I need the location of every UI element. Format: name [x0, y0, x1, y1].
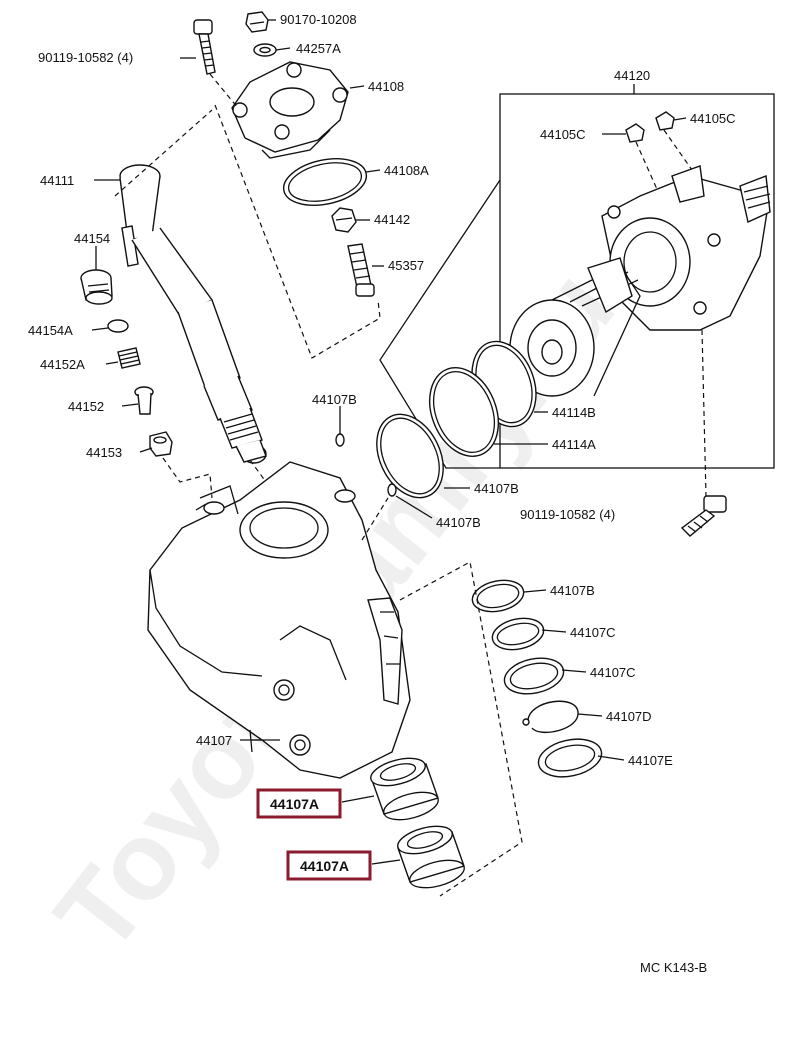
diagram-code: MC K143-B — [640, 960, 707, 975]
ring-44107C-2[interactable] — [501, 653, 567, 699]
gear-housing-44107[interactable] — [147, 461, 411, 779]
label-44114B: 44114B — [552, 405, 596, 420]
seal-44107E[interactable] — [535, 734, 605, 783]
ring-44107C-1[interactable] — [489, 614, 546, 654]
label-44111: 44111 — [40, 173, 74, 188]
label-44107B-mid: 44107B — [474, 481, 519, 496]
leader-plugs-dash — [635, 129, 693, 197]
leader-shaft-dash — [114, 109, 267, 483]
spring-44152A[interactable] — [117, 347, 141, 369]
bearing-44107A-2[interactable] — [395, 821, 467, 893]
o-ring-44108A[interactable] — [279, 152, 370, 213]
bolt-90119-right[interactable] — [680, 495, 727, 537]
label-44107B-top: 44107B — [312, 392, 357, 407]
box-connector — [379, 179, 501, 469]
label-44108: 44108 — [368, 79, 404, 94]
label-44105C-left: 44105C — [540, 127, 586, 142]
label-44107A-1: 44107A — [270, 796, 319, 812]
assembly-box-44120 — [499, 93, 775, 469]
leader-bolt-dash — [209, 73, 239, 109]
label-44154A: 44154A — [28, 323, 73, 338]
label-44107C-1: 44107C — [570, 625, 616, 640]
label-44152: 44152 — [68, 399, 104, 414]
label-44107D: 44107D — [606, 709, 652, 724]
nut-90170[interactable] — [245, 11, 269, 33]
label-90119-10582-top: 90119-10582 (4) — [38, 50, 133, 65]
leader-nut-dash — [162, 457, 213, 499]
snap-ring-44107D[interactable] — [522, 700, 579, 733]
label-44154: 44154 — [74, 231, 110, 246]
nut-44153[interactable] — [149, 431, 173, 457]
label-44107: 44107 — [196, 733, 232, 748]
o-ring-44107B-small-top[interactable] — [335, 433, 345, 447]
pin-44152[interactable] — [134, 386, 154, 415]
plug-44105C-left[interactable] — [625, 123, 645, 143]
o-ring-44107B-large[interactable] — [364, 403, 457, 508]
leader-bolt-right-dash — [701, 329, 707, 497]
screw-45357[interactable] — [347, 243, 375, 297]
label-44107B-low: 44107B — [436, 515, 481, 530]
leader-cover-dash — [214, 104, 381, 359]
label-44152A: 44152A — [40, 357, 85, 372]
label-44107B-right: 44107B — [550, 583, 595, 598]
label-44120: 44120 — [614, 68, 650, 83]
bearing-44107A-1[interactable] — [368, 753, 441, 825]
highlight-44107A-1[interactable]: 44107A — [256, 788, 342, 819]
label-44108A: 44108A — [384, 163, 429, 178]
label-44114A: 44114A — [552, 437, 596, 452]
valve-body-44120[interactable] — [601, 165, 771, 331]
o-ring-44114A[interactable] — [417, 357, 511, 466]
label-44142: 44142 — [374, 212, 410, 227]
leader-lines — [91, 19, 687, 865]
plug-44105C-right[interactable] — [655, 111, 675, 131]
label-44107C-2: 44107C — [590, 665, 636, 680]
highlight-44107A-2[interactable]: 44107A — [286, 850, 372, 881]
leader-rings-dash — [399, 561, 523, 897]
label-45357: 45357 — [388, 258, 424, 273]
plug-44142[interactable] — [331, 207, 357, 233]
label-44257A: 44257A — [296, 41, 341, 56]
o-ring-44154A[interactable] — [107, 319, 129, 333]
bolt-90119-top[interactable] — [193, 19, 216, 75]
washer-44257A[interactable] — [253, 43, 277, 57]
label-44153: 44153 — [86, 445, 122, 460]
label-90170-10208: 90170-10208 — [280, 12, 357, 27]
label-44107E: 44107E — [628, 753, 673, 768]
ring-44107B-right[interactable] — [469, 576, 526, 616]
o-ring-44107B-small-low[interactable] — [387, 483, 397, 497]
label-90119-10582-right: 90119-10582 (4) — [520, 507, 615, 522]
cover-44108[interactable] — [231, 61, 349, 159]
label-44107A-2: 44107A — [300, 858, 349, 874]
label-44105C-right: 44105C — [690, 111, 736, 126]
sector-shaft-44111[interactable] — [119, 164, 267, 464]
adjust-screw-44154[interactable] — [80, 269, 113, 305]
